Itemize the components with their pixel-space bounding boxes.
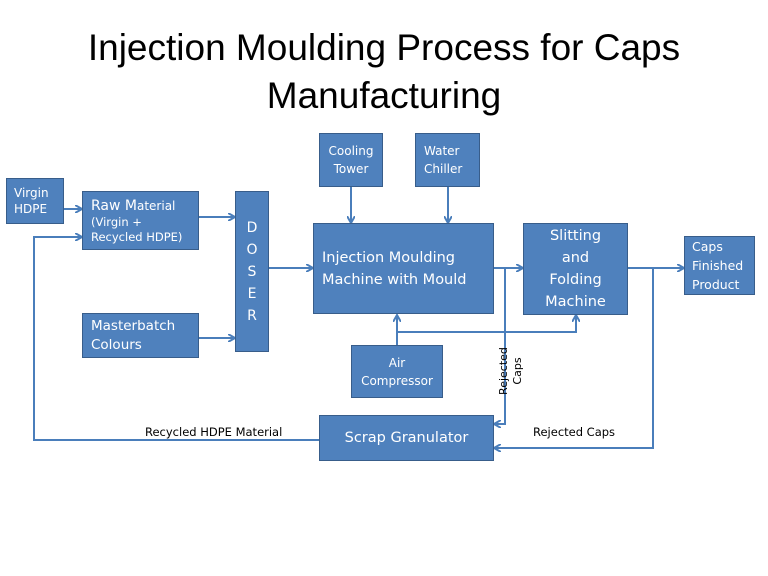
node-label: Water [424,144,460,158]
node-label: Recycled HDPE) [91,229,183,244]
node-cooling-tower: Cooling Tower [319,133,383,187]
node-doser: D O S E R [235,191,269,352]
arrow-recycled-to-raw [33,237,319,441]
node-label: R [247,307,257,324]
edge-label-line: Caps [511,357,524,385]
node-label: Chiller [424,162,463,176]
edge-label-recycled-hdpe: Recycled HDPE Material [145,425,283,439]
node-air-compressor: Air Compressor [351,345,443,398]
node-label: (Virgin + [91,214,142,229]
arrow-air-to-slitting [397,315,576,333]
edge-label-rejected-caps-vertical: Rejected Caps [497,345,540,397]
node-injection-moulding-machine: Injection Moulding Machine with Mould [313,223,494,314]
node-label: Tower [333,162,369,176]
node-label: Cooling [328,144,374,158]
node-label: Folding [549,272,602,288]
node-label: Scrap Granulator [344,430,469,446]
node-label: Virgin [14,186,49,200]
node-virgin-hdpe: Virgin HDPE [6,178,64,224]
node-label: Slitting [549,228,602,244]
node-label: Raw Material [91,197,176,214]
node-masterbatch-colours: Masterbatch Colours [82,313,199,358]
node-label: HDPE [14,202,48,216]
node-label: D [246,219,258,236]
arrow-rejected-to-granulator-bottom [494,268,654,448]
node-label: Machine [545,294,606,310]
edge-label-line: Rejected [497,347,510,395]
node-label: and [561,250,590,266]
node-label: Caps [692,239,723,254]
node-label: E [247,285,257,302]
node-label: Colours [91,336,142,353]
node-label: Product [692,277,740,292]
node-water-chiller: Water Chiller [415,133,480,187]
node-raw-material: Raw Material (Virgin + Recycled HDPE) [82,191,199,250]
node-label: Compressor [361,373,433,388]
node-slitting-folding-machine: Slitting and Folding Machine [523,223,628,315]
node-label: Air [388,355,406,370]
node-label: S [247,263,257,280]
page-title-line1: Injection Moulding Process for Caps [87,27,681,68]
node-scrap-granulator: Scrap Granulator [319,415,494,461]
node-label: O [246,241,258,258]
node-label: Injection Moulding [322,249,455,266]
page-title-line2: Manufacturing [266,75,502,116]
node-label: Machine with Mould [322,271,467,288]
arrow-rejected-to-granulator-vertical [494,268,506,424]
node-label: Masterbatch [91,317,176,334]
node-label: Finished [692,258,744,273]
edge-label-rejected-caps: Rejected Caps [533,425,616,439]
node-caps-finished-product: Caps Finished Product [684,236,755,295]
